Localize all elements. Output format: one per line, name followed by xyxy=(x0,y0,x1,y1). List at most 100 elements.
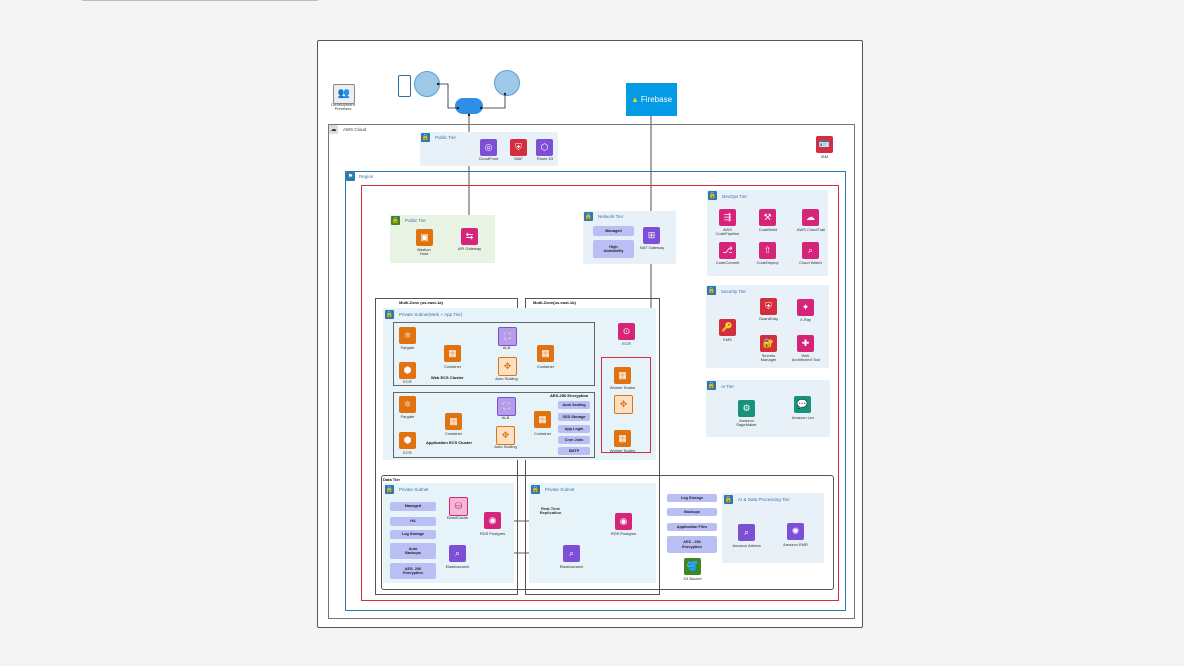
lex-label: Amazon Lex xyxy=(791,415,815,420)
lex-icon: 💬 xyxy=(794,396,811,413)
aws-cloud-icon: ☁ xyxy=(329,125,338,134)
data-chip-ha: HA xyxy=(390,517,436,526)
bastion-label: Bastion Host xyxy=(417,247,431,257)
app-container2-label: Container xyxy=(533,431,552,436)
top-rule xyxy=(82,0,318,1)
lock-icon: 🔒 xyxy=(708,191,717,200)
data-chip-backups-text: Auto Backups xyxy=(405,546,421,555)
data-private-subnet-2 xyxy=(529,483,656,583)
dev-premises-label: Development Premises xyxy=(331,102,355,112)
rds1-label: RDS Postgres xyxy=(479,531,506,536)
lock-icon: 🔒 xyxy=(724,495,733,504)
s3-chip-appfiles: Application Files xyxy=(667,523,717,531)
guardduty-label: GuardDuty xyxy=(758,316,779,321)
waf-label: WAF xyxy=(514,156,523,161)
data-chip-aes-text: AES- 256 Encryption xyxy=(403,566,423,575)
ps2-title: Private Subnet xyxy=(545,487,575,492)
firebase-label: Firebase xyxy=(640,95,673,104)
lock-icon: 🔒 xyxy=(385,310,394,319)
rds-icon: ◉ xyxy=(484,512,501,529)
cloudwatch-label: Cloud Watch xyxy=(799,260,822,265)
elasticsearch-icon: ⌕ xyxy=(449,545,466,562)
secrets-label: Secrets Manager xyxy=(760,353,777,363)
data-tier-title: Data Tier xyxy=(383,477,401,482)
managed-chip: Managed xyxy=(593,226,634,236)
globe-icon: ◎ xyxy=(480,139,497,156)
analytics-title: AI & Data Processing Tier xyxy=(738,497,790,502)
elasticache-label: ElastiCache xyxy=(446,515,469,520)
athena-label: Amazon Athena xyxy=(732,543,761,548)
shield-icon: ⛨ xyxy=(510,139,527,156)
firebase-logo: ▲Firebase xyxy=(626,83,677,116)
api-gateway-label: API Gateway xyxy=(457,246,482,251)
data-chip-managed: Managed xyxy=(390,502,436,511)
aws-cloud-label: AWS Cloud xyxy=(343,127,367,132)
web-fargate-label: Fargate xyxy=(400,345,415,350)
fargate-icon: ⚛ xyxy=(399,396,416,413)
private-subnet-web-app xyxy=(383,308,656,460)
ecr-right-label: ECR xyxy=(622,341,631,346)
data-chip-log: Log Storage xyxy=(390,530,436,539)
well-architected-icon: ✚ xyxy=(797,335,814,352)
codebuild-label: CodeBuild xyxy=(758,227,778,232)
web-autoscaling-label: Auto Scaling xyxy=(495,376,518,381)
xray-icon: ✦ xyxy=(797,299,814,316)
cloudtrail-icon: ☁ xyxy=(802,209,819,226)
flame-icon: ▲ xyxy=(630,95,639,104)
container-icon: ▦ xyxy=(614,367,631,384)
region-boundary xyxy=(345,171,846,611)
region-label: Region xyxy=(359,174,374,179)
ecr-icon: ⬢ xyxy=(399,362,416,379)
web-ecr-label: ECR xyxy=(403,379,412,384)
private-subnet-web-title: Private Subnet(Web + App Tier) xyxy=(399,312,463,317)
nat-gateway-icon: ⊞ xyxy=(643,227,660,244)
ai-title: AI Tier xyxy=(721,384,735,389)
app-ecs-cluster xyxy=(393,392,595,458)
container-icon: ▦ xyxy=(445,413,462,430)
aws-cloud-boundary xyxy=(328,124,855,619)
az-1a-label: Multi-Zone (us-east-1a) xyxy=(399,300,443,305)
auto-scaling-icon: ✥ xyxy=(614,395,633,414)
emr-icon: ✺ xyxy=(787,523,804,540)
app-fargate-label: Fargate xyxy=(400,414,415,419)
rds-icon: ◉ xyxy=(615,513,632,530)
web-ecs-title: Web ECS Cluster xyxy=(431,375,464,380)
codecommit-label: CodeCommit xyxy=(715,260,740,265)
codedeploy-icon: ⇧ xyxy=(759,242,776,259)
devops-title: DevOps Tier xyxy=(722,194,748,199)
web-alb-label: ALB xyxy=(502,345,511,350)
xray-label: X-Ray xyxy=(799,317,812,322)
api-gateway-icon: ⇆ xyxy=(461,228,478,245)
codebuild-icon: ⚒ xyxy=(759,209,776,226)
sagemaker-icon: ⚙ xyxy=(738,400,755,417)
sagemaker-label: Amazon SageMaker xyxy=(736,418,757,428)
athena-icon: ⌕ xyxy=(738,524,755,541)
fargate-icon: ⚛ xyxy=(399,327,416,344)
s3-chip-aes: AES - 256 Encryption xyxy=(667,536,717,553)
aes-chip-ssd: SSD Storage xyxy=(558,413,590,421)
flag-icon: ⚑ xyxy=(346,172,355,181)
ha-chip: High Availability xyxy=(593,240,634,258)
browser-icon-right xyxy=(494,70,520,96)
lock-icon: 🔒 xyxy=(385,485,394,494)
lock-icon: 🔒 xyxy=(707,286,716,295)
elasticache-icon: ⛁ xyxy=(449,497,468,516)
iam-label: IAM xyxy=(820,154,829,159)
ha-chip-text: High Availability xyxy=(603,244,624,253)
s3-chip-log: Log Storage xyxy=(667,494,717,502)
nat-label: NAT Gateway xyxy=(639,245,665,250)
worker-b-label: Worker Nodes xyxy=(609,448,636,453)
public-top-tier-title: Public Tier xyxy=(435,135,457,140)
elasticsearch-icon: ⌕ xyxy=(563,545,580,562)
worker-nodes-group xyxy=(601,357,651,453)
well-architected-label: Well- Architected Tool xyxy=(791,353,821,363)
web-container-label: Container xyxy=(443,364,462,369)
lock-icon: 🔒 xyxy=(584,212,593,221)
container-icon: ▦ xyxy=(444,345,461,362)
secrets-manager-icon: 🔐 xyxy=(760,335,777,352)
app-autoscaling-label: Auto Scaling xyxy=(494,444,517,449)
aes-chip-autoscaling: Auto Scaling xyxy=(558,401,590,409)
mobile-icon xyxy=(398,75,411,97)
container-icon: ▦ xyxy=(614,430,631,447)
codepipeline-label: AWS CodePipeline xyxy=(715,227,740,237)
